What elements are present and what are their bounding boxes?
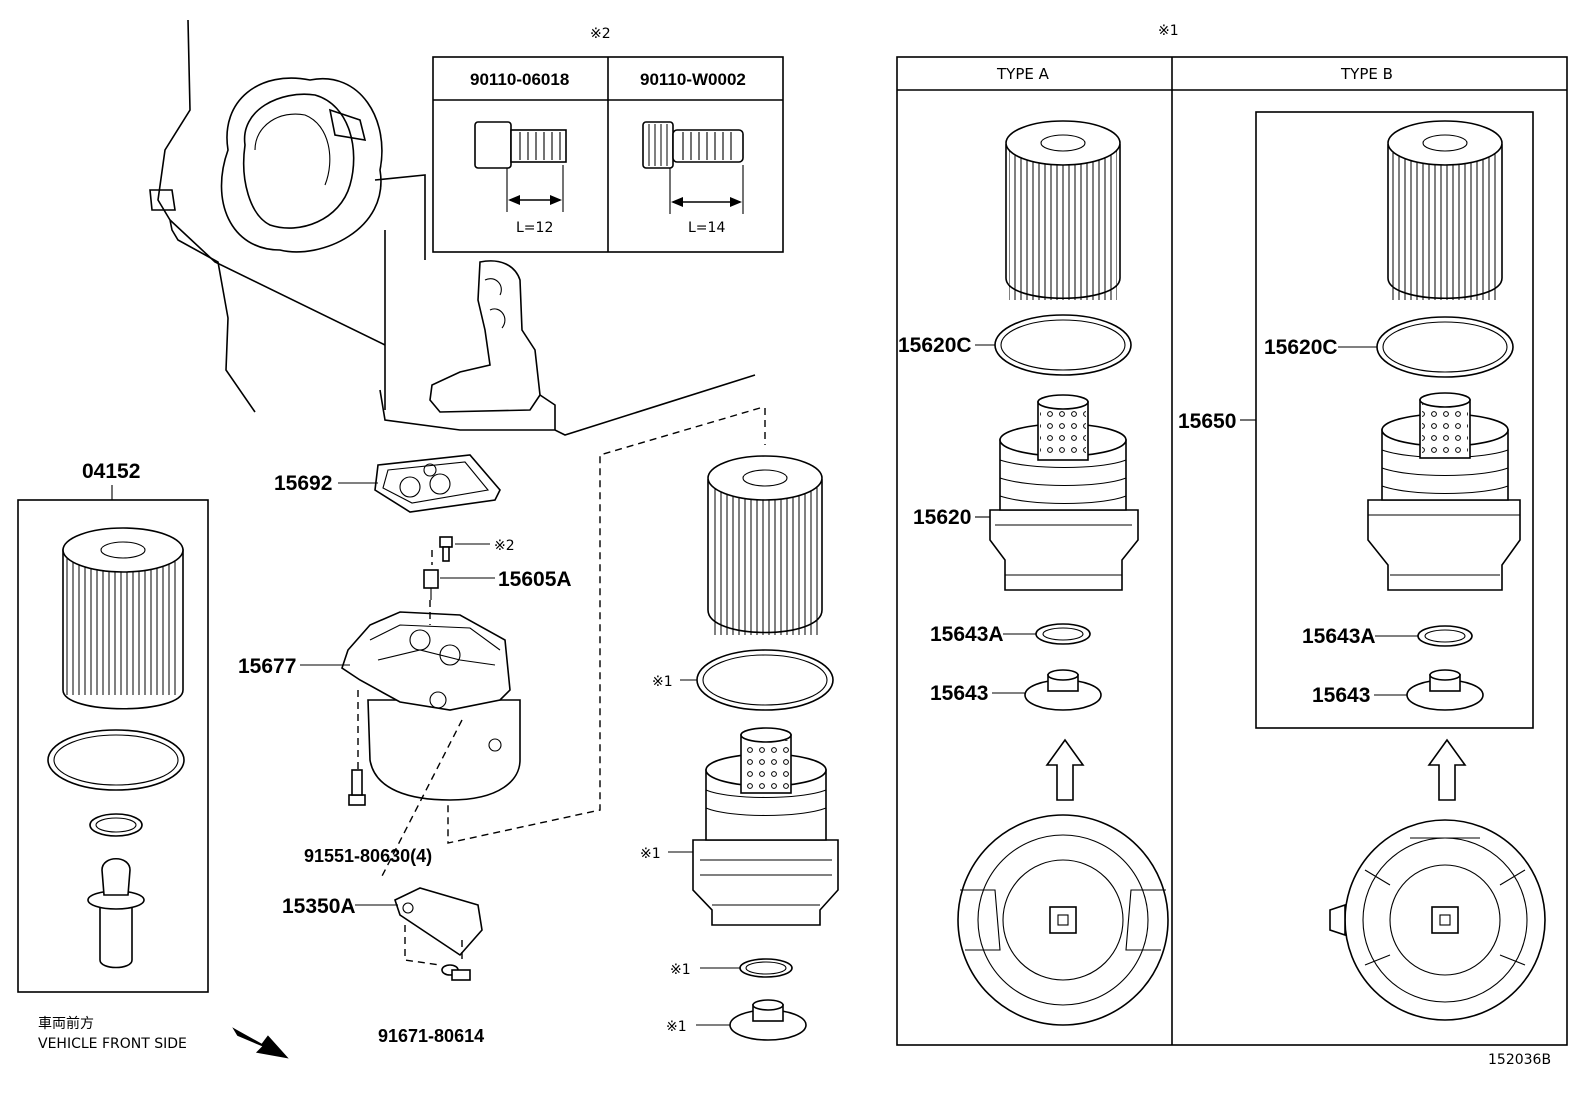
filter-element-middle — [692, 455, 839, 1041]
type-b-filter-element — [1387, 120, 1503, 300]
union-15605A — [423, 569, 439, 600]
type-a-cap — [989, 394, 1139, 591]
type-a-plug — [1024, 669, 1102, 711]
bolt-note2-label: ※2 — [494, 538, 515, 554]
type-b-15643A: 15643A — [1302, 625, 1376, 648]
screw-91671-label: 91671-80614 — [378, 1026, 484, 1046]
type-a-bottom-view — [957, 814, 1169, 1026]
mid-cap-note: ※1 — [640, 846, 661, 862]
kit-04152-label: 04152 — [82, 460, 140, 483]
type-b-cap — [1367, 392, 1521, 591]
bolt-spec-table — [432, 56, 784, 253]
diagram-id: 152036B — [1488, 1052, 1551, 1068]
filter-element-kit — [47, 527, 185, 969]
type-b-oring — [1376, 316, 1514, 378]
housing-15677-label: 15677 — [238, 655, 296, 678]
type-a-arrow — [1045, 738, 1085, 801]
gasket-15692-label: 15692 — [274, 472, 332, 495]
type-a-oring — [994, 314, 1132, 376]
type-a-15620C: 15620C — [898, 334, 972, 357]
bolts-91551-label: 91551-80630(4) — [304, 846, 432, 866]
housing-15677 — [341, 611, 521, 801]
front-direction-arrow-icon — [232, 1027, 289, 1059]
type-a-filter-element — [1005, 120, 1121, 300]
union-15605A-label: 15605A — [498, 568, 572, 591]
bolt-2-length: L=14 — [688, 220, 725, 236]
screw-91671 — [441, 964, 471, 981]
type-b-bottom-view — [1329, 819, 1546, 1021]
direction-en: VEHICLE FRONT SIDE — [38, 1036, 187, 1052]
type-b-15643: 15643 — [1312, 684, 1370, 707]
bolt-91551 — [348, 769, 366, 806]
type-b-label: TYPE B — [1340, 65, 1393, 83]
type-b-arrow — [1427, 738, 1467, 801]
bolt-small — [439, 536, 453, 562]
type-b-small-oring — [1417, 625, 1473, 647]
gasket-15692 — [374, 454, 501, 513]
type-a-small-oring — [1035, 623, 1091, 645]
direction-jp: 車両前方 — [38, 1015, 94, 1032]
kit-04152-frame — [17, 499, 209, 993]
bolt-2-part-number: 90110-W0002 — [640, 70, 746, 89]
note1-marker: ※1 — [1158, 23, 1179, 39]
type-a-15620: 15620 — [913, 506, 971, 529]
type-b-15620C: 15620C — [1264, 336, 1338, 359]
construction-lines — [357, 407, 766, 966]
type-b-plug — [1406, 669, 1484, 711]
mid-plug-note: ※1 — [666, 1019, 687, 1035]
bolt-90110-06018-drawing — [474, 121, 567, 212]
mid-small-oring-note: ※1 — [670, 962, 691, 978]
sensor-15350A — [394, 887, 483, 957]
engine-block-outline — [149, 19, 756, 436]
bolt-90110-W0002-drawing — [642, 121, 744, 214]
bolt-1-length: L=12 — [516, 220, 553, 236]
type-b-15650: 15650 — [1178, 410, 1236, 433]
sensor-15350A-label: 15350A — [282, 895, 356, 918]
type-a-label: TYPE A — [996, 65, 1050, 83]
type-a-15643: 15643 — [930, 682, 988, 705]
mid-oring-note: ※1 — [652, 674, 673, 690]
leader-lines — [111, 344, 1418, 1026]
bolt-1-part-number: 90110-06018 — [470, 70, 569, 89]
note2-marker: ※2 — [590, 26, 611, 42]
type-a-15643A: 15643A — [930, 623, 1004, 646]
